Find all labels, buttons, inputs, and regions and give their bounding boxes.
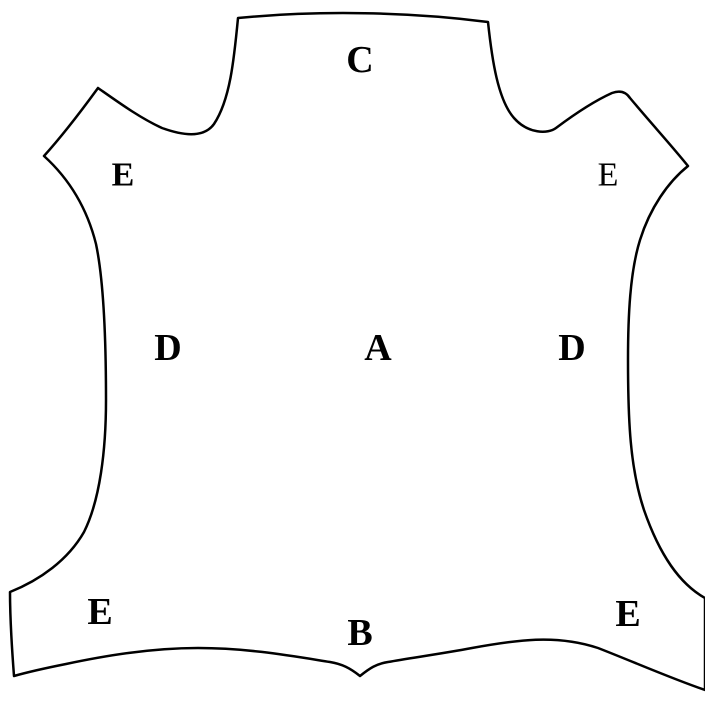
- label-belly-left: D: [154, 327, 181, 369]
- label-hind-right: E: [615, 593, 640, 635]
- label-neck: C: [346, 39, 373, 81]
- label-butt: B: [347, 612, 372, 654]
- label-shoulder-right: E: [598, 157, 619, 194]
- label-hind-left: E: [87, 591, 112, 633]
- hide-outline: [10, 13, 705, 690]
- label-shoulder-left: E: [112, 157, 135, 194]
- label-center: A: [364, 327, 392, 369]
- label-belly-right: D: [558, 327, 585, 369]
